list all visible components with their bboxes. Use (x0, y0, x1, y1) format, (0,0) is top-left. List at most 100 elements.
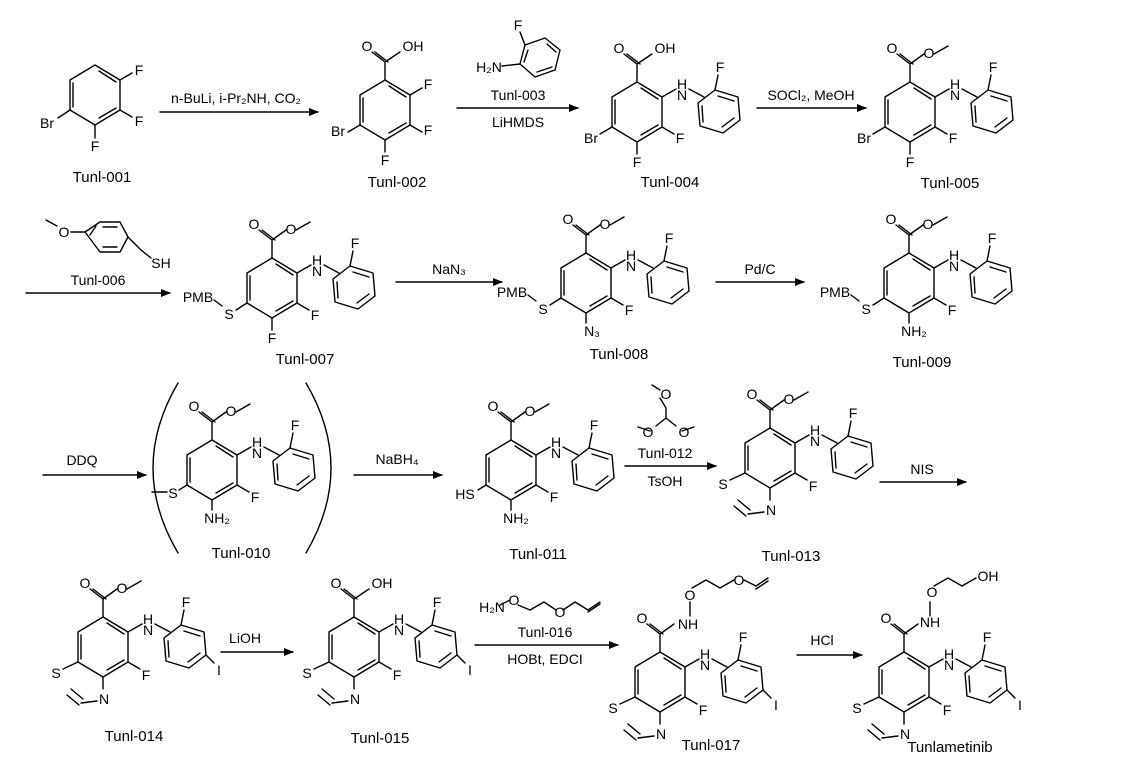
atom-f: F (393, 667, 402, 683)
atom-oh: OH (372, 575, 393, 591)
atom-o: O (685, 587, 696, 603)
structure-tunl-017: O NH O O H N F I F S N (608, 572, 778, 742)
atom-f: F (91, 138, 100, 154)
atom-n: N (766, 502, 776, 518)
atom-pmb: PMB (497, 284, 527, 300)
parenthesis-right (305, 382, 332, 554)
atom-s: S (168, 485, 177, 501)
atom-o: O (614, 40, 625, 56)
atom-h: H (394, 611, 404, 627)
atom-o: O (80, 575, 91, 591)
atom-o: O (509, 592, 520, 608)
compound-label: Tunl-014 (105, 728, 164, 745)
atom-s: S (861, 301, 870, 317)
atom-br: Br (857, 130, 871, 146)
atom-f: F (849, 405, 858, 421)
reagent-structure-tunl-012: O O O (637, 384, 695, 440)
atom-i: I (217, 662, 221, 678)
structure-tunl-010: O O H N F F NH₂ S (151, 382, 332, 554)
reagent-label: LiOH (229, 630, 261, 646)
atom-n: N (99, 691, 109, 707)
atom-h: H (944, 646, 954, 662)
atom-nh2: NH₂ (204, 510, 230, 526)
reagent-structure-tunl-006: O SH (45, 219, 171, 271)
compound-label: Tunl-005 (921, 175, 980, 192)
structure-tunl-011: O O H N F F NH₂ HS (455, 398, 615, 526)
atom-o: O (784, 391, 795, 407)
atom-h: H (677, 76, 687, 92)
atom-f: F (351, 235, 360, 251)
atom-i: I (1018, 697, 1022, 713)
atom-i: I (774, 697, 778, 713)
atom-f: F (988, 230, 997, 246)
atom-o: O (525, 403, 536, 419)
atom-s: S (51, 665, 60, 681)
atom-h: H (700, 646, 710, 662)
atom-f: F (182, 594, 191, 610)
atom-f: F (625, 302, 634, 318)
atom-o: O (643, 424, 654, 440)
compound-label: Tunl-007 (276, 351, 335, 368)
structure-tunlametinib: O NH O OH H N F I F S N (852, 568, 1022, 742)
atom-o: O (924, 45, 935, 61)
compound-label: Tunl-008 (590, 346, 649, 363)
atom-n: N (656, 726, 666, 742)
structure-tunl-014: O O H N F I F S N (51, 575, 221, 707)
atom-f: F (943, 702, 952, 718)
atom-f: F (739, 629, 748, 645)
atom-o: O (189, 398, 200, 414)
atom-f: F (251, 489, 260, 505)
atom-n: N (900, 726, 910, 742)
compound-label: Tunl-010 (212, 545, 271, 562)
structure-tunl-004: O OH H N F F F Br (584, 40, 741, 170)
atom-n: N (252, 445, 262, 461)
reagent-label: n-BuLi, i-Pr₂NH, CO₂ (171, 90, 301, 106)
atom-oh: OH (655, 40, 676, 56)
reagent-label: HCl (810, 632, 833, 648)
atom-h: H (252, 434, 262, 450)
atom-o: O (563, 211, 574, 227)
compound-label: Tunl-004 (641, 174, 700, 191)
atom-sh: SH (151, 255, 170, 271)
atom-h2n: H₂N (479, 599, 505, 615)
atom-nh: NH (920, 614, 940, 630)
atom-n: N (350, 691, 360, 707)
atom-f: F (989, 59, 998, 75)
reagent-label: NaBH₄ (375, 451, 418, 467)
atom-o: O (923, 216, 934, 232)
atom-h: H (949, 247, 959, 263)
reagent-label: Tunl-006 (71, 272, 126, 288)
structure-tunl-015: O OH H N F I F S N (302, 575, 472, 707)
structure-tunl-002: O OH F F F Br (331, 38, 432, 168)
atom-nh: NH (678, 616, 698, 632)
reagent-label: Pd/C (744, 261, 775, 277)
atom-f: F (514, 17, 523, 33)
compound-label: Tunl-015 (351, 730, 410, 747)
atom-h: H (143, 611, 153, 627)
reagent-label: Tunl-012 (638, 445, 693, 461)
atom-o: O (117, 580, 128, 596)
atom-oh: OH (978, 568, 999, 584)
atom-n: N (700, 657, 710, 673)
reagent-label: NIS (910, 461, 933, 477)
structure-tunl-013: O O H N F F S N (718, 386, 874, 518)
atom-o: O (637, 610, 648, 626)
atom-n: N (944, 657, 954, 673)
atom-f: F (142, 667, 151, 683)
atom-pmb: PMB (183, 289, 213, 305)
atom-f: F (809, 478, 818, 494)
atom-o: O (555, 604, 566, 620)
atom-h: H (810, 422, 820, 438)
atom-h: H (551, 434, 561, 450)
atom-f: F (135, 62, 144, 78)
compound-label: Tunl-011 (509, 546, 567, 563)
atom-n: N (810, 433, 820, 449)
atom-o: O (286, 221, 297, 237)
atom-n: N (949, 258, 959, 274)
atom-f: F (633, 154, 642, 170)
atom-n: N (394, 622, 404, 638)
atom-n: N (143, 622, 153, 638)
structure-tunl-001: F F F Br (40, 62, 143, 154)
atom-o: O (734, 572, 745, 588)
atom-i: I (468, 662, 472, 678)
